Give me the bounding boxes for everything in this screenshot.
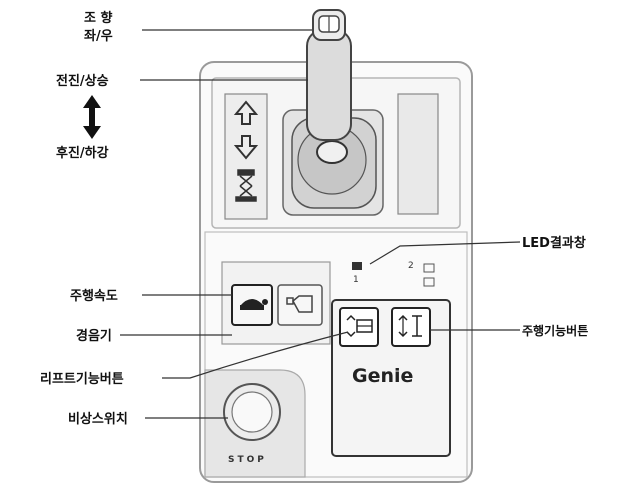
drive-enable-icon[interactable]	[391, 307, 431, 347]
label-steer-line2: 좌/우	[84, 28, 113, 44]
label-drive-speed: 주행속도	[70, 288, 118, 304]
label-steer-line1: 조 향	[84, 10, 112, 26]
label-drive-enable: 주행기능버튼	[522, 323, 588, 338]
joystick-pivot	[316, 140, 348, 164]
up-down-arrow-icon	[83, 95, 101, 139]
lift-platform-icon	[235, 169, 257, 202]
label-forward-up: 전진/상승	[56, 73, 109, 89]
emergency-stop-button[interactable]	[223, 383, 281, 441]
arrow-down-icon	[233, 135, 259, 160]
leader-lines	[120, 29, 521, 419]
label-lift-enable: 리프트기능버튼	[40, 371, 124, 387]
arrow-up-icon	[233, 100, 259, 125]
label-led-display: LED결과창	[522, 235, 586, 251]
turtle-speed-icon[interactable]	[231, 284, 273, 326]
horn-icon[interactable]	[277, 284, 323, 326]
brand-logo: Genie	[352, 365, 413, 387]
lift-enable-icon[interactable]	[339, 307, 379, 347]
led-indicator-area: 1 2	[352, 261, 435, 287]
label-backward-down: 후진/하강	[56, 145, 109, 161]
side-slot	[397, 93, 439, 215]
led-mark-1: 1	[353, 275, 359, 285]
label-horn: 경음기	[76, 328, 112, 344]
led-mark-2: 2	[408, 261, 414, 271]
label-emergency-switch: 비상스위치	[68, 411, 128, 427]
lower-panel-frame	[204, 231, 468, 478]
stop-label: STOP	[228, 455, 267, 465]
joystick-icon[interactable]	[306, 9, 352, 141]
